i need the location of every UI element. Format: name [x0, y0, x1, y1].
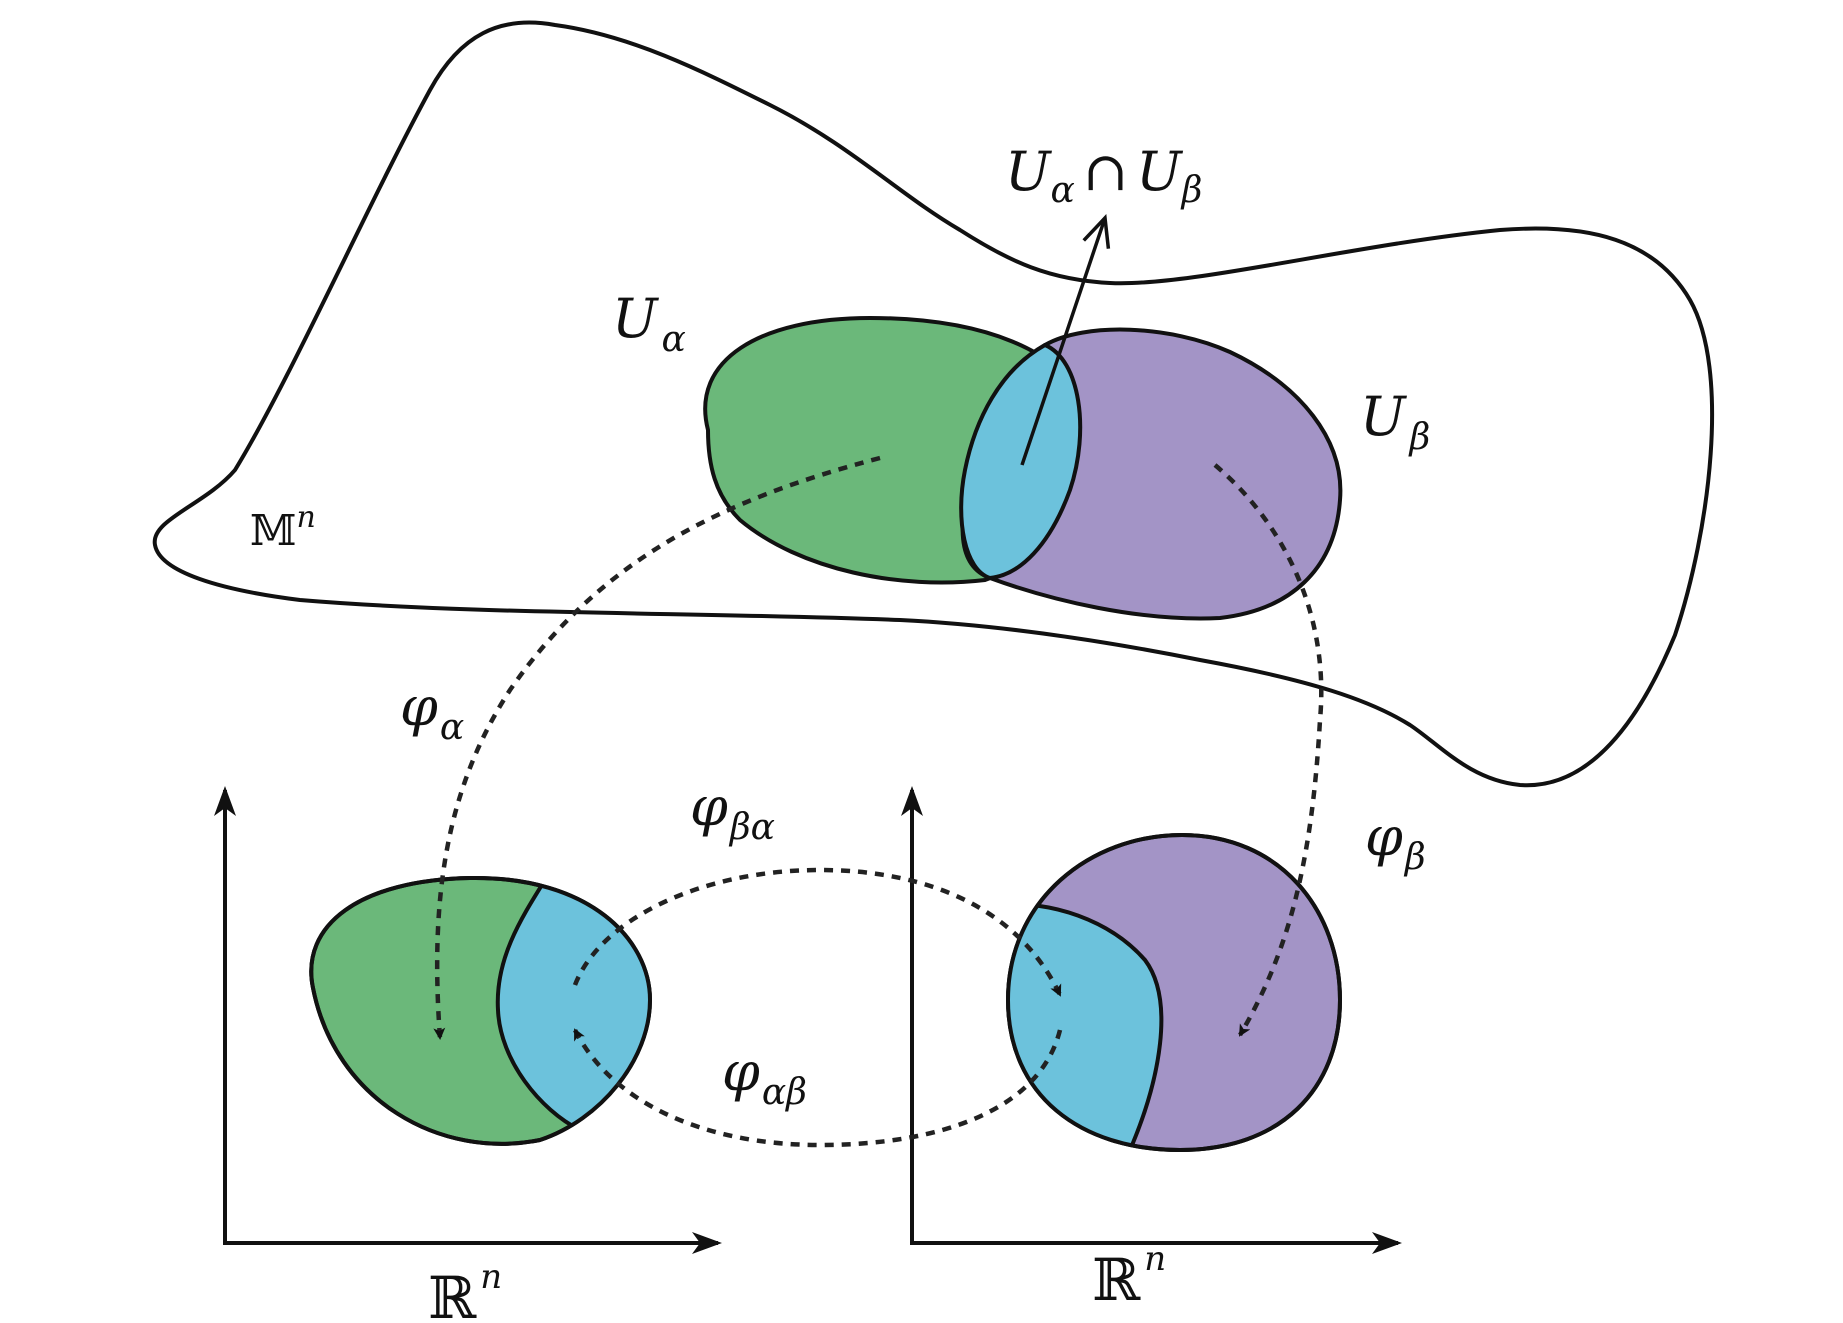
right-ball-outline [1006, 833, 1342, 1152]
phi-alpha-beta-label: φαβ [722, 1040, 807, 1113]
intersection-pointer-arrow [1020, 218, 1105, 466]
phi-alpha-label: φα [400, 675, 464, 748]
manifold-label: 𝕄n [250, 500, 316, 555]
phi-beta-alpha-map-arrow [572, 867, 1063, 997]
manifold-outline [152, 20, 1715, 788]
left-ball-outline [309, 875, 652, 1146]
phi-beta-alpha-label: φβα [690, 775, 775, 848]
phi-alpha-beta-map-arrow [572, 1028, 1063, 1148]
intersection-label: Uα∩Uβ [1005, 140, 1202, 211]
phi-beta-label: φβ [1365, 805, 1426, 878]
right-chart-image [1006, 833, 1342, 1152]
phi-beta-map-arrow [1213, 463, 1324, 1037]
left-chart-image [309, 875, 652, 1146]
phi-alpha-map-arrow [433, 455, 881, 1040]
intersection-region [959, 343, 1083, 580]
